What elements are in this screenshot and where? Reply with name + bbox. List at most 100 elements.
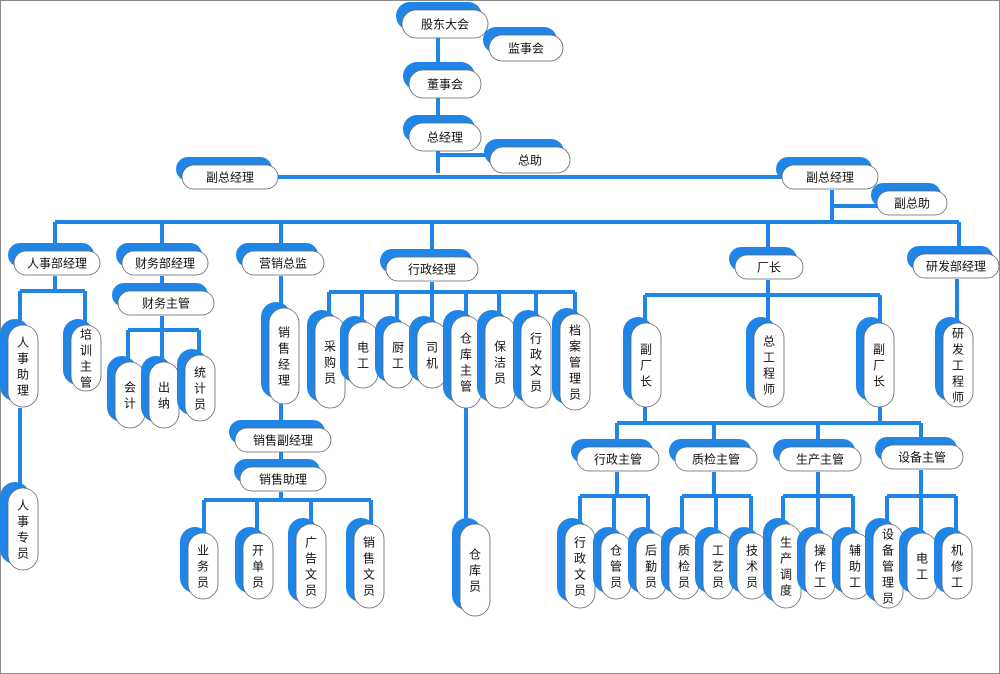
node-box bbox=[401, 9, 489, 39]
node-box bbox=[242, 532, 274, 600]
node-label: 辅助工 bbox=[849, 544, 861, 590]
node-label: 后勤员 bbox=[645, 544, 657, 590]
node-label: 培训主管 bbox=[80, 327, 92, 390]
node-box bbox=[70, 324, 102, 392]
node-box bbox=[268, 307, 300, 405]
node-box bbox=[295, 523, 327, 609]
node-label: 人事助理 bbox=[17, 336, 29, 398]
org-node-gudong: 股东大会 bbox=[396, 2, 489, 39]
org-node-xzzg: 行政主管 bbox=[571, 439, 660, 472]
node-label: 副厂长 bbox=[640, 343, 652, 389]
node-label: 电工 bbox=[916, 552, 928, 582]
node-box bbox=[942, 322, 974, 408]
node-label: 销售文员 bbox=[363, 536, 375, 598]
node-label: 设备管理员 bbox=[882, 528, 894, 606]
node-label: 广告文员 bbox=[305, 536, 317, 598]
node-label: 统计员 bbox=[194, 366, 206, 412]
node-box bbox=[13, 250, 101, 276]
org-node-gyy: 工艺员 bbox=[695, 527, 734, 600]
node-label: 总经理 bbox=[427, 131, 463, 145]
node-label: 生产主管 bbox=[796, 452, 844, 467]
org-node-diangong1: 电工 bbox=[340, 316, 379, 389]
node-box bbox=[234, 427, 332, 453]
org-node-xsjl: 销售经理 bbox=[261, 302, 300, 405]
node-box bbox=[117, 290, 215, 316]
node-label: 行政文员 bbox=[574, 536, 586, 598]
org-node-scdd: 生产调度 bbox=[763, 518, 802, 609]
node-label: 股东大会 bbox=[421, 18, 469, 32]
org-node-xszl: 销售助理 bbox=[234, 459, 327, 492]
node-box bbox=[863, 322, 895, 408]
org-node-fuzong2: 副总经理 bbox=[776, 157, 879, 190]
org-node-changzhang: 厂长 bbox=[729, 247, 804, 280]
node-label: 仓库主管 bbox=[460, 332, 472, 394]
org-node-jianshi: 监事会 bbox=[483, 27, 564, 62]
org-node-dongshi: 董事会 bbox=[403, 62, 482, 99]
org-node-xzwy2: 行政文员 bbox=[557, 518, 596, 609]
org-node-caigou: 采购员 bbox=[307, 310, 346, 409]
org-node-kuaiji: 会计 bbox=[107, 356, 146, 429]
org-node-sbgly: 设备管理员 bbox=[865, 518, 904, 609]
node-box bbox=[239, 466, 327, 492]
node-box bbox=[7, 487, 39, 571]
org-node-diangong2: 电工 bbox=[899, 527, 938, 600]
org-node-czg: 操作工 bbox=[797, 527, 836, 600]
org-node-fucz1: 副厂长 bbox=[623, 317, 662, 408]
node-label: 董事会 bbox=[427, 78, 463, 92]
node-label: 财务主管 bbox=[142, 296, 190, 311]
node-box bbox=[408, 122, 482, 152]
org-node-xsfjl: 销售副经理 bbox=[229, 420, 332, 453]
node-label: 研发工程师 bbox=[952, 327, 964, 405]
org-node-cgy: 仓管员 bbox=[593, 527, 632, 600]
org-node-yingxiao: 营销总监 bbox=[236, 243, 325, 276]
org-node-zjzg: 质检主管 bbox=[669, 439, 758, 472]
node-label: 副总经理 bbox=[806, 171, 854, 185]
node-box bbox=[559, 313, 591, 411]
node-label: 档案管理员 bbox=[569, 324, 581, 402]
node-box bbox=[576, 446, 660, 472]
node-label: 机修工 bbox=[951, 544, 963, 590]
node-box bbox=[880, 444, 964, 470]
node-label: 营销总监 bbox=[259, 257, 307, 271]
node-label: 总助 bbox=[518, 154, 542, 168]
org-node-siji: 司机 bbox=[409, 316, 448, 389]
node-label: 仓管员 bbox=[610, 544, 622, 590]
node-box bbox=[114, 361, 146, 429]
node-box bbox=[734, 254, 804, 280]
node-label: 销售经理 bbox=[278, 326, 290, 388]
node-label: 工艺员 bbox=[712, 544, 724, 590]
node-label: 采购员 bbox=[324, 340, 336, 386]
node-label: 人事专员 bbox=[17, 499, 29, 561]
node-box bbox=[876, 190, 948, 216]
org-node-renshi: 人事部经理 bbox=[8, 243, 101, 276]
node-box bbox=[450, 315, 482, 409]
node-box bbox=[121, 250, 209, 276]
node-box bbox=[941, 532, 973, 600]
node-label: 财务部经理 bbox=[135, 256, 195, 271]
node-box bbox=[912, 253, 1000, 279]
node-box bbox=[184, 354, 216, 422]
node-label: 人事部经理 bbox=[27, 256, 87, 271]
node-label: 保洁员 bbox=[494, 340, 506, 386]
org-node-kdy: 开单员 bbox=[235, 527, 274, 600]
node-box bbox=[353, 523, 385, 609]
node-label: 行政文员 bbox=[530, 332, 542, 394]
node-label: 销售副经理 bbox=[253, 433, 313, 448]
node-label: 开单员 bbox=[252, 544, 264, 590]
org-node-sczg: 生产主管 bbox=[773, 439, 862, 472]
node-box bbox=[459, 523, 491, 617]
org-node-fuzongzhu: 副总助 bbox=[871, 183, 948, 216]
org-node-chuna: 出纳 bbox=[141, 356, 180, 429]
node-box bbox=[630, 322, 662, 408]
node-box bbox=[753, 322, 785, 408]
node-label: 出纳 bbox=[158, 381, 170, 411]
node-label: 行政主管 bbox=[594, 452, 642, 467]
org-node-rszy: 人事专员 bbox=[0, 482, 39, 571]
org-node-xzwy1: 行政文员 bbox=[513, 310, 552, 409]
org-node-fzg: 辅助工 bbox=[832, 527, 871, 600]
node-label: 厂长 bbox=[757, 261, 781, 275]
node-box bbox=[416, 321, 448, 389]
node-label: 副厂长 bbox=[873, 343, 885, 389]
node-label: 质检主管 bbox=[692, 452, 740, 467]
